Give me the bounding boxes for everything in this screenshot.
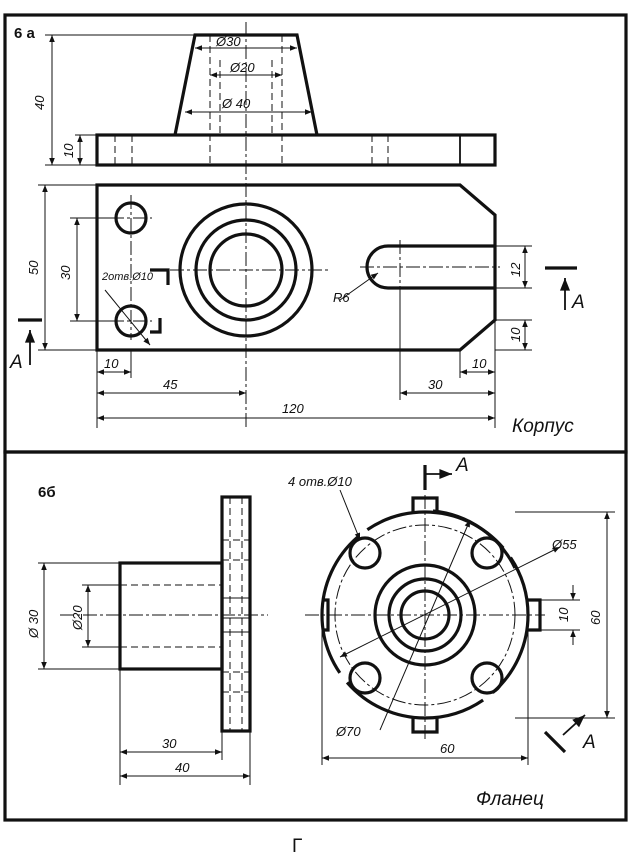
dim-120: 120	[282, 401, 304, 416]
part-b-labels: 6б 4 отв.Ø10 Ø55 Ø 30 Ø20 10 60 30 40 Ø7…	[26, 455, 603, 810]
part-a-labels: 6 а Ø30 Ø20 Ø 40 40 10 50 30 2отв.Ø10 R6…	[9, 25, 585, 437]
dim-d70: Ø70	[335, 724, 361, 739]
footer-letter: Г	[292, 836, 302, 856]
part-b-title: Фланец	[476, 789, 544, 810]
dim-h40: 40	[32, 95, 47, 110]
dim-right-10: 10	[508, 327, 523, 342]
dim-h10: 10	[61, 143, 76, 158]
section-a-right-label: А	[571, 292, 585, 313]
dim-d40: Ø 40	[221, 96, 251, 111]
part-b-tag: 6б	[38, 484, 56, 501]
dim-30-bottom: 30	[428, 377, 443, 392]
dim-d20: Ø20	[229, 60, 255, 75]
part-a-tag: 6 а	[14, 25, 36, 42]
dim-bottom-right-10: 10	[472, 356, 487, 371]
section-b-top-label: А	[455, 455, 469, 476]
part-a-title: Корпус	[512, 416, 574, 437]
dim-r6: R6	[333, 290, 350, 305]
part-b-front-view	[305, 495, 545, 740]
section-a-left-label: А	[9, 352, 23, 373]
dim-d55: Ø55	[551, 537, 577, 552]
dim-b-h60: 60	[588, 610, 603, 625]
dim-45: 45	[163, 377, 178, 392]
dim-b-40: 40	[175, 760, 190, 775]
part-a-top-view	[95, 183, 500, 352]
dim-bottom-left-10: 10	[104, 356, 119, 371]
dim-b-10: 10	[556, 607, 571, 622]
dim-slot-12: 12	[508, 262, 523, 277]
dim-w50: 50	[26, 260, 41, 275]
part-b-side-view	[60, 495, 268, 733]
part-b-dimensions	[38, 465, 615, 785]
part-a-dimensions	[18, 34, 577, 428]
dim-d30: Ø30	[215, 34, 241, 49]
dim-w30: 30	[58, 265, 73, 280]
dim-holes-b: 4 отв.Ø10	[288, 474, 353, 489]
dim-b-d30: Ø 30	[26, 609, 41, 639]
dim-b-w60: 60	[440, 741, 455, 756]
dim-b-30: 30	[162, 736, 177, 751]
dim-b-d20: Ø20	[70, 605, 85, 631]
section-b-bottom-label: А	[582, 732, 596, 753]
frame-part-b	[3, 450, 628, 822]
dim-holes-a: 2отв.Ø10	[101, 271, 154, 283]
